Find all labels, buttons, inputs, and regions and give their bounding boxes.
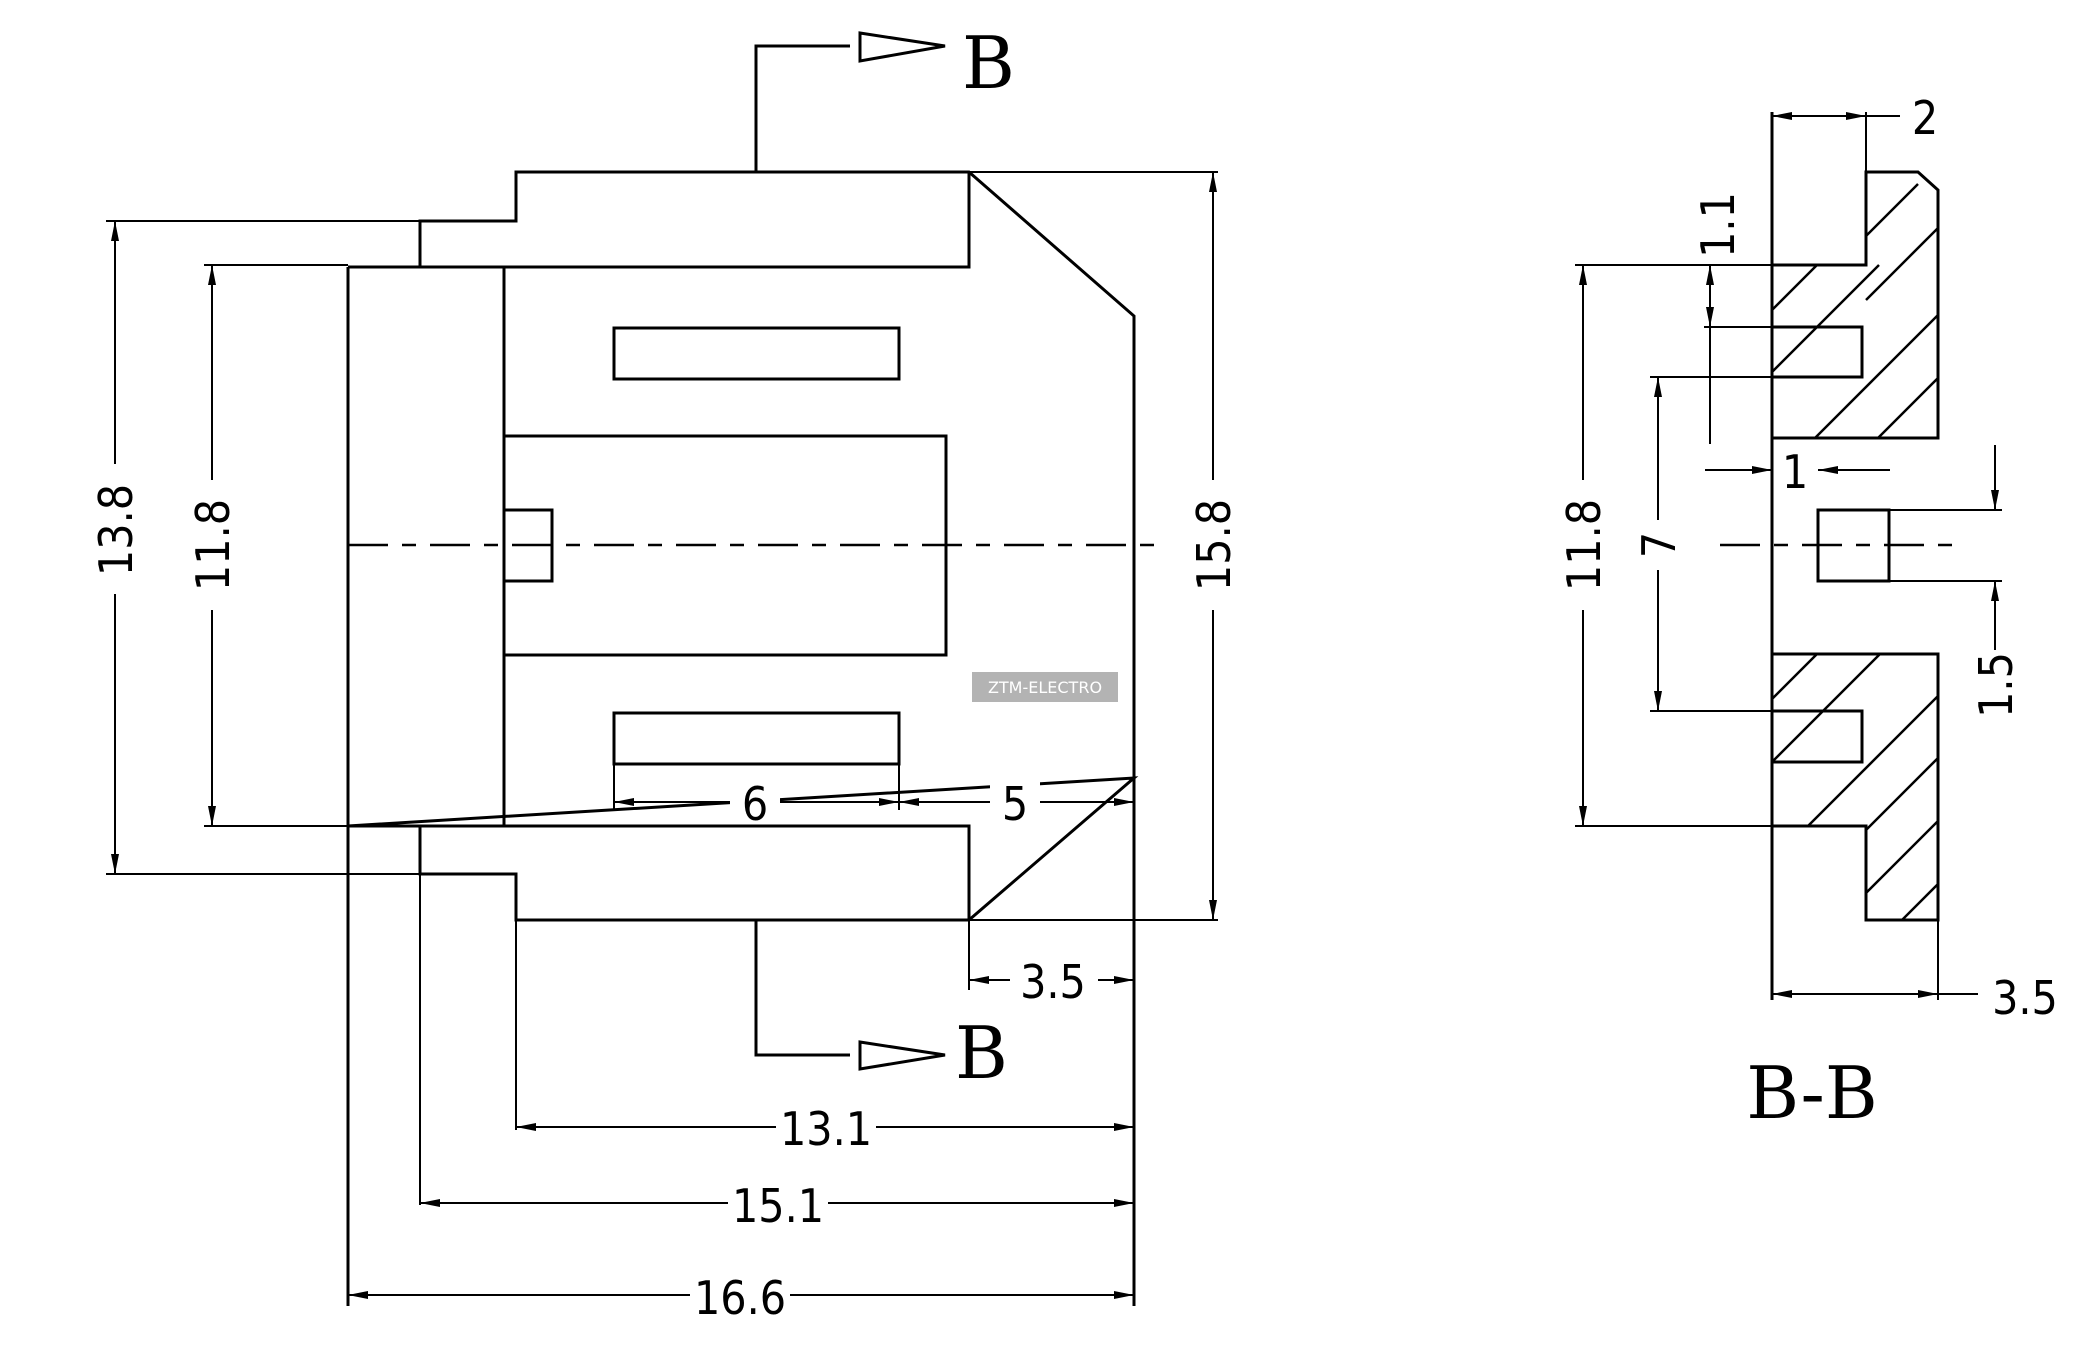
watermark-text: ZTM-ELECTRO xyxy=(988,678,1102,697)
dim-section-11-8-text: 11.8 xyxy=(1557,499,1611,591)
dim-15-1-text: 15.1 xyxy=(732,1179,824,1233)
dim-2-text: 2 xyxy=(1912,91,1938,145)
lower-slot xyxy=(612,711,901,766)
dim-1-1-text: 1.1 xyxy=(1691,192,1745,258)
section-pin-ext xyxy=(1889,509,2002,582)
front-outline xyxy=(347,170,1139,1306)
dim-15-8-text: 15.8 xyxy=(1187,499,1241,591)
ext-lines-right xyxy=(969,171,1218,921)
dim-3-5-text: 3.5 xyxy=(1020,955,1086,1009)
section-ext-lines xyxy=(1575,112,1939,1000)
dim-section-3-5-text: 3.5 xyxy=(1992,971,2058,1025)
front-view: B B 13.8 11.8 15.8 6 5 3.5 13.1 15.1 xyxy=(89,21,1241,1325)
front-top-step xyxy=(420,172,971,269)
hatch-upper xyxy=(1771,183,1939,439)
dim-6-text: 6 xyxy=(742,777,768,831)
dim-13-1-text: 13.1 xyxy=(780,1102,872,1156)
ext-lines-bottom xyxy=(419,874,970,1205)
dim-16-6-text: 16.6 xyxy=(694,1271,786,1325)
section-arrow-bottom-head xyxy=(858,1040,946,1071)
section-upper-outline xyxy=(1772,170,1940,440)
section-view: 2 1.1 11.8 7 1 1.5 3.5 B-B xyxy=(1557,91,2058,1135)
dim-13-8-text: 13.8 xyxy=(89,484,143,576)
upper-slot xyxy=(612,326,901,381)
section-label-top: B xyxy=(962,21,1015,105)
dim-7-text: 7 xyxy=(1632,532,1686,558)
section-title: B-B xyxy=(1746,1051,1877,1135)
section-lower-slot xyxy=(1772,709,1864,764)
section-arrow-top-line xyxy=(754,44,850,172)
dim-5-text: 5 xyxy=(1002,777,1028,831)
ext-lines-left xyxy=(106,220,420,875)
dim-11-8-text: 11.8 xyxy=(186,499,240,591)
section-arrow-bottom-line xyxy=(754,920,850,1057)
section-label-bottom: B xyxy=(955,1011,1008,1095)
section-lower-outline xyxy=(1772,652,1940,922)
section-upper-slot xyxy=(1772,325,1864,379)
hatch-lower xyxy=(1771,653,1939,921)
dim-1-5-text: 1.5 xyxy=(1969,652,2023,718)
front-bottom-step xyxy=(420,824,971,920)
watermark: ZTM-ELECTRO xyxy=(972,672,1118,702)
section-arrow-top-head xyxy=(858,31,946,63)
dim-1-text: 1 xyxy=(1782,445,1808,499)
